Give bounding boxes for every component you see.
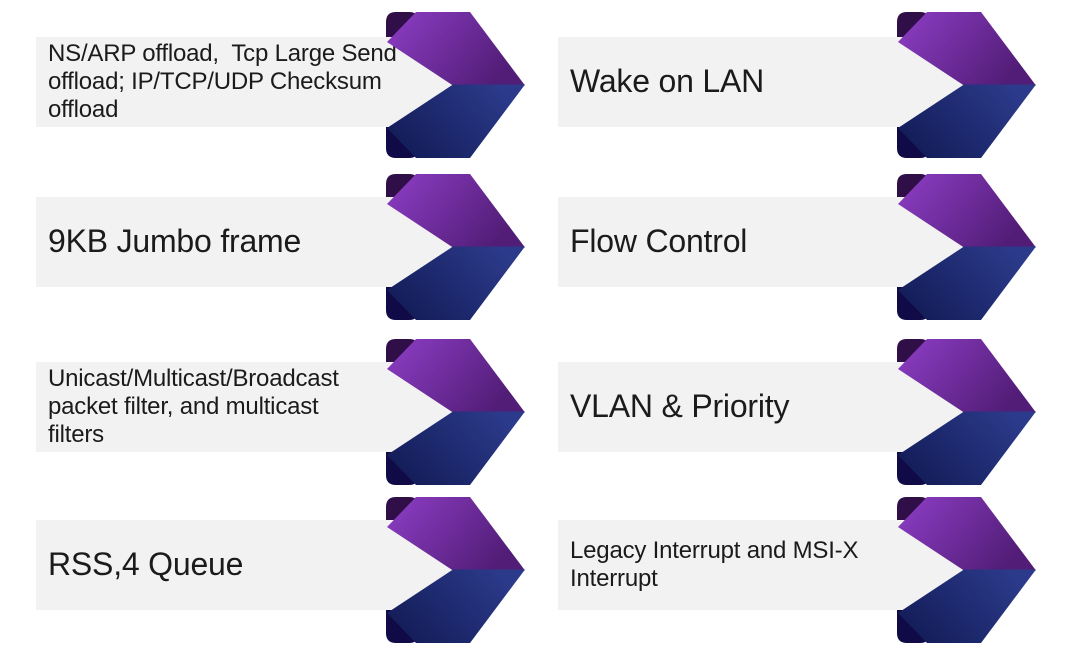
feature-label: Unicast/Multicast/Broadcast packet filte… xyxy=(48,364,339,449)
feature-label: NS/ARP offload, Tcp Large Send offload; … xyxy=(48,39,397,124)
feature-label: Wake on LAN xyxy=(570,63,765,100)
feature-bar: VLAN & Priority xyxy=(558,362,967,452)
feature-label: Legacy Interrupt and MSI-X Interrupt xyxy=(570,536,859,592)
feature-bar: Legacy Interrupt and MSI-X Interrupt xyxy=(558,520,967,610)
feature-bar: 9KB Jumbo frame xyxy=(36,197,456,287)
feature-label: Flow Control xyxy=(570,223,748,260)
feature-bar: Unicast/Multicast/Broadcast packet filte… xyxy=(36,362,456,452)
feature-label: 9KB Jumbo frame xyxy=(48,223,302,260)
feature-label: RSS,4 Queue xyxy=(48,546,244,583)
feature-bar: NS/ARP offload, Tcp Large Send offload; … xyxy=(36,37,456,127)
chevron-arrow-icon xyxy=(387,339,525,485)
chevron-arrow-icon xyxy=(387,497,525,643)
chevron-arrow-icon xyxy=(898,497,1036,643)
chevron-arrow-icon xyxy=(898,12,1036,158)
feature-bar: Flow Control xyxy=(558,197,967,287)
chevron-arrow-icon xyxy=(898,174,1036,320)
chevron-arrow-icon xyxy=(387,12,525,158)
feature-bar: RSS,4 Queue xyxy=(36,520,456,610)
chevron-arrow-icon xyxy=(387,174,525,320)
chevron-arrow-icon xyxy=(898,339,1036,485)
feature-label: VLAN & Priority xyxy=(570,388,790,425)
feature-bar: Wake on LAN xyxy=(558,37,967,127)
